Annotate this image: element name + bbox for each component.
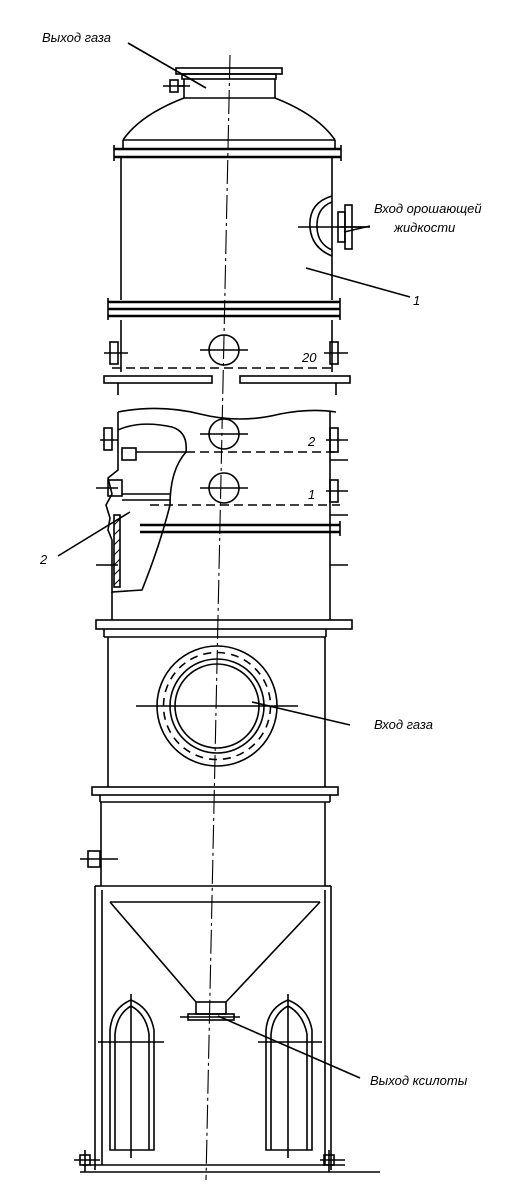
break-line: [117, 407, 337, 420]
flange-gas-section-top: [95, 580, 353, 638]
section-lower-plates: [96, 412, 348, 593]
label-pos-20: 20: [301, 350, 317, 365]
label-pos-1-right: 1: [308, 487, 315, 502]
center-axis: [205, 54, 231, 1181]
flange-gas-section-bottom: [91, 786, 339, 803]
label-pos-1-main: 1: [413, 293, 420, 308]
bottom-section: [80, 802, 332, 1170]
label-gas-inlet: Вход газа: [374, 717, 433, 732]
section-upper-plates: [103, 320, 351, 395]
label-pos-2-right: 2: [307, 434, 316, 449]
upper-shell: [120, 157, 370, 300]
label-liquid-inlet-2: жидкости: [393, 220, 455, 235]
leader-lines: [57, 42, 411, 1079]
label-acid-outlet: Выход ксилоты: [370, 1073, 468, 1088]
label-pos-2-left: 2: [39, 552, 48, 567]
top-flange: [113, 140, 342, 161]
label-gas-outlet: Выход газа: [42, 30, 111, 45]
base-plate: [74, 1150, 380, 1173]
label-liquid-inlet-1: Вход орошающей: [374, 201, 482, 216]
top-dome: [122, 67, 336, 141]
